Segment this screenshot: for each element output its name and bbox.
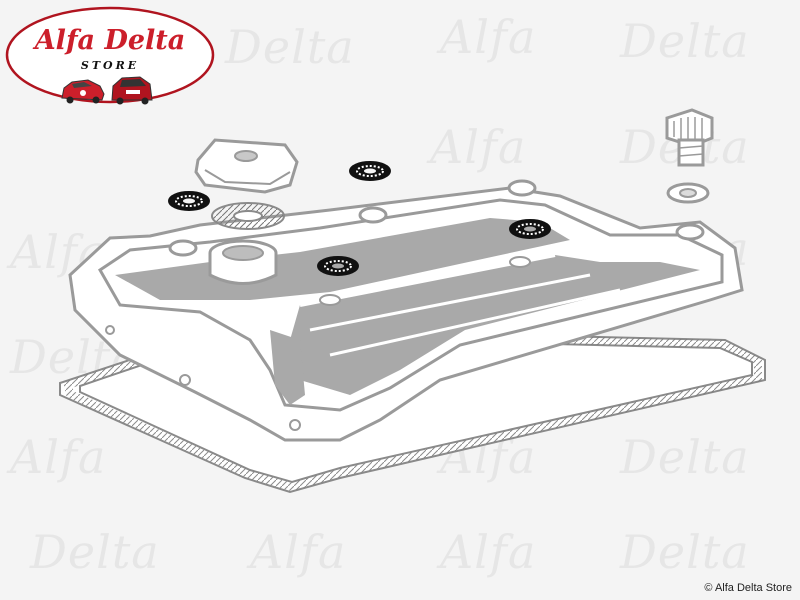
watermark-text: Alfa (430, 120, 527, 174)
bolt-washer (666, 182, 710, 204)
valve-cover (68, 179, 744, 442)
logo-subtitle-text: STORE (81, 59, 139, 72)
watermark-text: Alfa (10, 430, 107, 484)
logo-brand-text: Alfa Delta (32, 25, 186, 56)
logo-oval (5, 6, 215, 104)
watermark-text: Alfa (440, 525, 537, 579)
copyright-notice: © Alfa Delta Store (704, 582, 792, 594)
filler-cap-gasket (211, 202, 285, 230)
seal-ring (349, 161, 391, 181)
watermark-text: Delta (620, 525, 750, 579)
car-icon (111, 76, 153, 105)
oil-filler-cap (194, 138, 299, 194)
cover-bolt (665, 108, 714, 167)
seal-ring (168, 191, 210, 211)
watermark-text: Delta (620, 430, 750, 484)
watermark-text: Alfa (250, 525, 347, 579)
watermark-text: Delta (225, 20, 355, 74)
seal-ring (509, 219, 551, 239)
seal-ring (317, 256, 359, 276)
watermark-text: Delta (30, 525, 160, 579)
store-logo[interactable]: Alfa Delta STORE (0, 0, 230, 115)
watermark-text: Delta (620, 14, 750, 68)
car-icon (61, 79, 105, 104)
watermark-text: Alfa (440, 10, 537, 64)
